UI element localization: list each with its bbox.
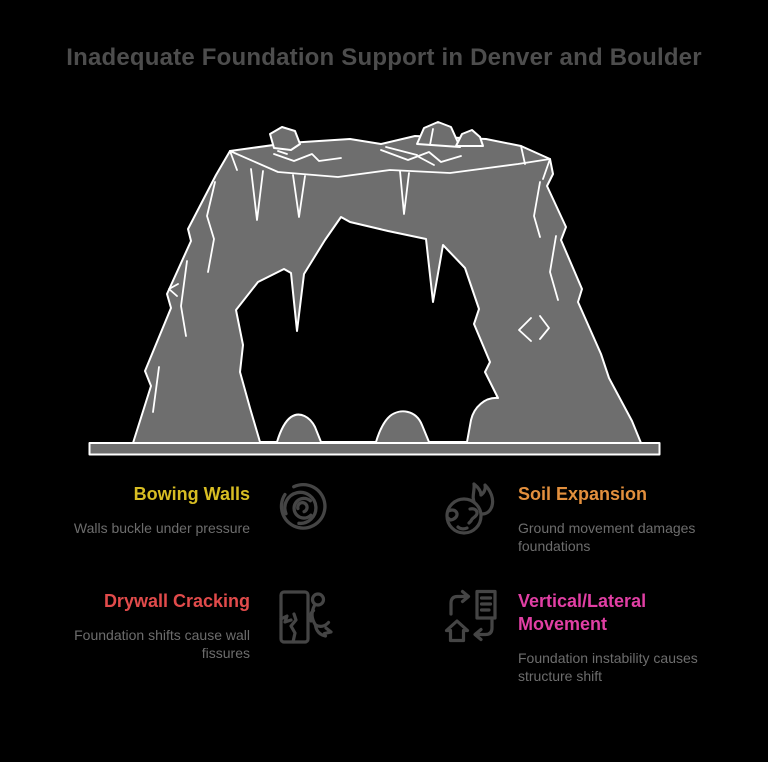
person-head <box>310 592 326 607</box>
person-torso <box>310 603 318 627</box>
person-arm <box>308 608 316 623</box>
rock-arch-illustration <box>88 121 661 456</box>
section-drywall-cracking: Drywall Cracking Foundation shifts cause… <box>50 590 250 662</box>
person-leg-2 <box>313 623 328 638</box>
cracked-wall-person-icon <box>277 588 334 646</box>
section-bowing-walls: Bowing Walls Walls buckle under pressure <box>50 483 250 537</box>
person-foot <box>322 626 333 636</box>
spiral-pressure-icon <box>272 479 330 537</box>
section-soil-expansion: Soil Expansion Ground movement damages f… <box>518 483 718 555</box>
small-rock-left <box>269 126 301 151</box>
section-description: Foundation shifts cause wall fissures <box>74 627 250 661</box>
section-heading: Soil Expansion <box>518 484 648 504</box>
section-heading: Drywall Cracking <box>103 591 250 611</box>
section-description: Walls buckle under pressure <box>73 520 250 536</box>
continent-right <box>467 507 479 525</box>
wall-crack-2 <box>289 612 298 644</box>
section-heading: Vertical/Lateral Movement <box>518 591 647 634</box>
continent-left <box>446 508 459 522</box>
person-leg <box>313 620 331 628</box>
wall-crack <box>279 614 293 624</box>
page-title: Inadequate Foundation Support in Denver … <box>66 44 702 71</box>
section-heading: Bowing Walls <box>133 484 250 504</box>
small-rock-right <box>416 121 461 148</box>
flame <box>471 482 495 516</box>
house-building-cycle-icon <box>444 589 502 643</box>
section-description: Ground movement damages foundations <box>518 520 696 554</box>
burning-globe-icon <box>441 480 501 540</box>
arrow-bottom <box>473 616 494 642</box>
section-vertical-lateral-movement: Vertical/Lateral Movement Foundation ins… <box>518 590 730 685</box>
building <box>475 589 497 620</box>
small-rock-right-2 <box>455 129 484 147</box>
arrow-top <box>449 589 471 616</box>
rock-arch-opening <box>235 216 499 443</box>
house <box>444 619 470 643</box>
ground-line <box>88 442 661 456</box>
section-description: Foundation instability causes structure … <box>518 650 698 684</box>
